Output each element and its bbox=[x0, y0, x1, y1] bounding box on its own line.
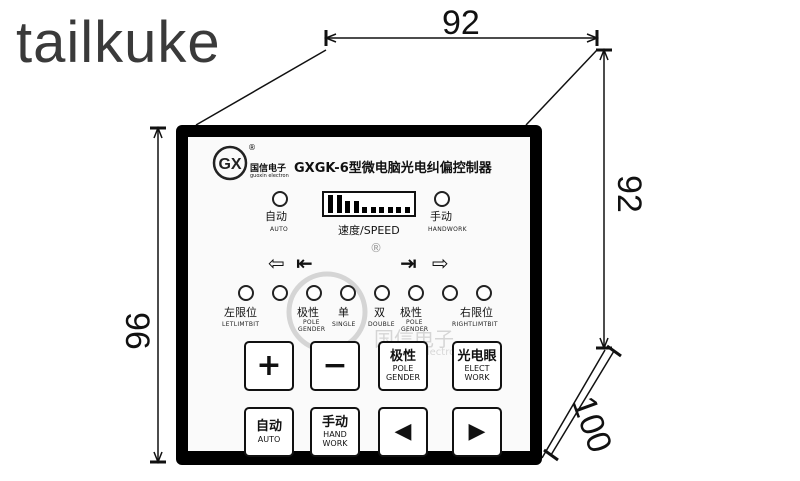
auto-button[interactable]: 自动 AUTO bbox=[244, 407, 294, 457]
model-title: GXGK-6型微电脑光电纠偏控制器 bbox=[294, 161, 492, 176]
indicator-led-7 bbox=[442, 285, 458, 301]
pole-label-1: 极性 bbox=[297, 306, 319, 319]
pole-button-sublabel-1: POLE bbox=[392, 363, 414, 373]
elect-button-label: 光电眼 bbox=[457, 348, 497, 364]
arrow-right-outline-icon: ⇨ bbox=[432, 251, 449, 275]
hand-work-button[interactable]: 手动 HAND WORK bbox=[310, 407, 360, 457]
pole-sublabel-2b: GENDER bbox=[401, 326, 429, 333]
double-label: 双 bbox=[374, 306, 385, 319]
auto-button-label: 自动 bbox=[255, 419, 282, 435]
elect-button-sublabel-2: WORK bbox=[464, 373, 490, 383]
speed-bar-segment bbox=[404, 207, 410, 213]
speed-bar-segment bbox=[370, 207, 376, 213]
right-limit-sublabel: RIGHTLIMTBIT bbox=[452, 321, 498, 328]
hand-button-label: 手动 bbox=[321, 414, 348, 430]
speed-display bbox=[322, 191, 416, 217]
logo-registered-mark: ® bbox=[248, 143, 256, 152]
box-edge-top-right bbox=[525, 49, 598, 126]
pole-sublabel-1b: GENDER bbox=[298, 326, 326, 333]
indicator-led-3 bbox=[306, 285, 322, 301]
elect-button-sublabel-1: ELECT bbox=[464, 363, 490, 373]
pole-button-sublabel-2: GENDER bbox=[385, 373, 420, 383]
minus-button[interactable]: − bbox=[310, 341, 360, 391]
controller-panel: GX ® 国信电子 guoxin electron GXGK-6型微电脑光电纠偏… bbox=[176, 125, 542, 465]
brand-text: tailkuke bbox=[16, 10, 221, 75]
arrow-left-outline-icon: ⇦ bbox=[268, 251, 285, 275]
arrow-right-solid-icon: ⇥ bbox=[400, 251, 417, 275]
length-dimension-line bbox=[550, 350, 615, 456]
indicator-led-2 bbox=[272, 285, 288, 301]
left-arrow-button[interactable]: ◀ bbox=[378, 407, 428, 457]
svg-text:GX: GX bbox=[218, 156, 241, 173]
indicator-led-6 bbox=[408, 285, 424, 301]
speed-bar-segment bbox=[328, 195, 333, 213]
right-arrow-button[interactable]: ▶ bbox=[452, 407, 502, 457]
speed-bar-segment bbox=[336, 195, 342, 213]
indicator-led-8 bbox=[476, 285, 492, 301]
registered-mark: ® bbox=[370, 241, 382, 255]
plus-button-label: + bbox=[256, 348, 282, 383]
auto-button-sublabel: AUTO bbox=[257, 434, 281, 444]
speed-bar-segment bbox=[345, 201, 350, 213]
pole-sublabel-1a: POLE bbox=[303, 319, 320, 326]
speed-bar-segment bbox=[362, 207, 367, 213]
indicator-led-1 bbox=[238, 285, 254, 301]
handwork-led bbox=[434, 191, 450, 207]
panel-face: GX ® 国信电子 guoxin electron GXGK-6型微电脑光电纠偏… bbox=[188, 137, 530, 457]
height-dimension-label: 96 bbox=[118, 312, 156, 350]
elect-work-button[interactable]: 光电眼 ELECT WORK bbox=[452, 341, 502, 391]
speed-bar-segment bbox=[387, 207, 393, 213]
speed-bar-segment bbox=[396, 207, 401, 213]
indicator-led-4 bbox=[340, 285, 356, 301]
indicator-led-5 bbox=[374, 285, 390, 301]
speed-bar-segment bbox=[353, 201, 359, 213]
right-limit-label: 右限位 bbox=[460, 306, 493, 319]
handwork-led-sublabel: HANDWORK bbox=[428, 226, 467, 233]
width-dimension-label: 92 bbox=[442, 4, 480, 42]
gx-logo-icon: GX bbox=[212, 145, 248, 181]
pole-button-label: 极性 bbox=[389, 348, 416, 364]
single-label: 单 bbox=[338, 306, 349, 319]
pole-sublabel-2a: POLE bbox=[406, 319, 423, 326]
pole-gender-button[interactable]: 极性 POLE GENDER bbox=[378, 341, 428, 391]
handwork-led-label: 手动 bbox=[430, 210, 452, 223]
speed-bar-segment bbox=[379, 207, 384, 213]
plus-button[interactable]: + bbox=[244, 341, 294, 391]
hand-button-sublabel-1: HAND bbox=[323, 429, 347, 439]
right-triangle-icon: ▶ bbox=[468, 419, 486, 444]
double-sublabel: DOUBLE bbox=[368, 321, 395, 328]
left-limit-sublabel: LETLIMTBIT bbox=[222, 321, 260, 328]
pole-label-2: 极性 bbox=[400, 306, 422, 319]
box-edge-bottom-right bbox=[541, 349, 606, 459]
arrow-left-solid-icon: ⇤ bbox=[296, 251, 313, 275]
auto-led-sublabel: AUTO bbox=[270, 226, 289, 233]
left-triangle-icon: ◀ bbox=[394, 419, 412, 444]
hand-button-sublabel-2: WORK bbox=[322, 439, 348, 449]
logo-company-name: 国信电子 bbox=[250, 164, 287, 174]
speed-label: 速度/SPEED bbox=[338, 224, 400, 237]
logo-company-en: guoxin electron bbox=[250, 173, 289, 179]
minus-button-label: − bbox=[322, 348, 348, 383]
auto-led bbox=[272, 191, 288, 207]
box-edge-top-left bbox=[195, 49, 327, 126]
left-limit-label: 左限位 bbox=[224, 306, 257, 319]
single-sublabel: SINGLE bbox=[332, 321, 356, 328]
depth-dimension-label: 92 bbox=[610, 175, 648, 213]
auto-led-label: 自动 bbox=[265, 210, 287, 223]
